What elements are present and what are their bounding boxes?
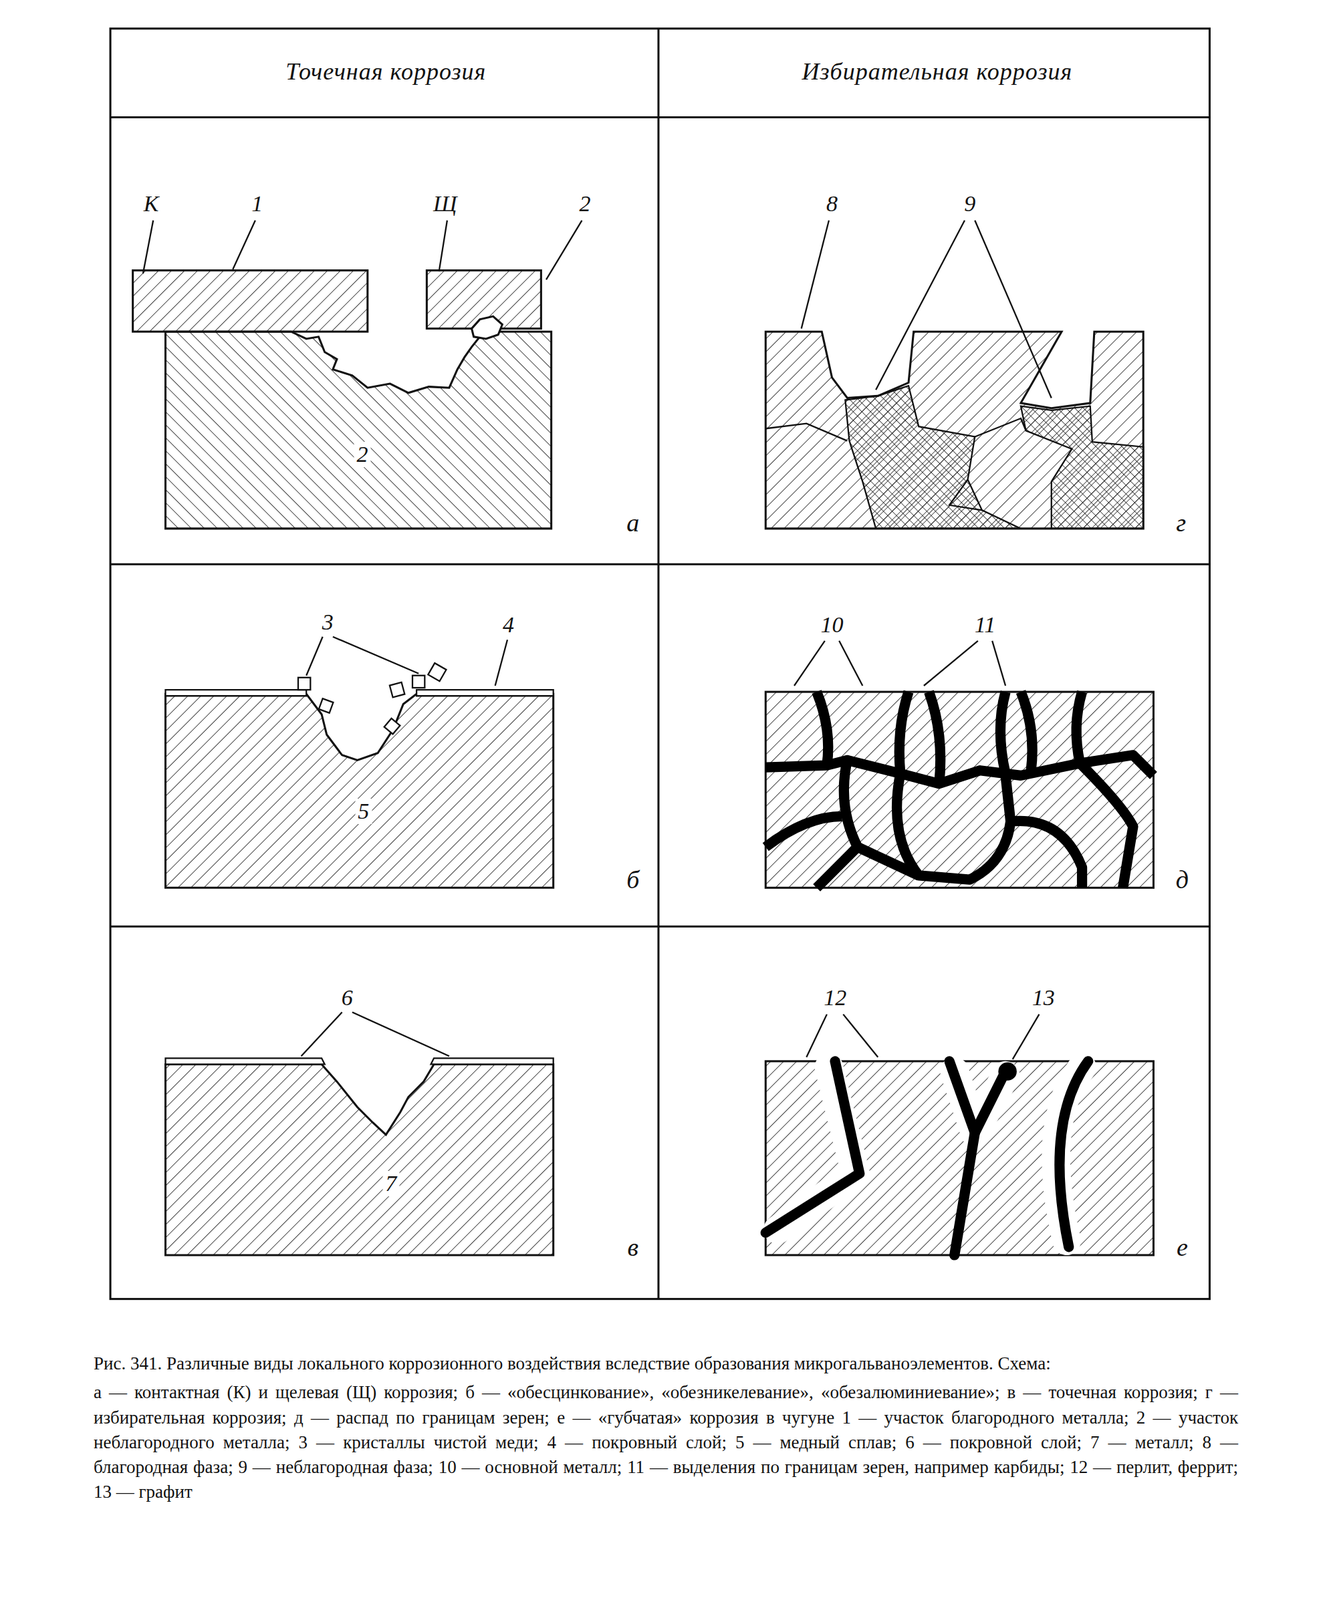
column-header: Избирательная коррозия	[801, 59, 1073, 84]
callout-number: 8	[826, 192, 838, 216]
callout-number: 13	[1032, 986, 1055, 1010]
callout-number: 1	[251, 192, 263, 216]
pitting-panel	[165, 1012, 554, 1256]
callout-number: 2	[354, 441, 372, 468]
panel-letter: в	[627, 1234, 640, 1261]
selective-corrosion-panel	[765, 220, 1144, 529]
intergranular-panel	[765, 641, 1154, 888]
contact-crevice-panel	[133, 220, 583, 529]
panel-letter: д	[1175, 867, 1189, 893]
callout-number: 12	[823, 986, 847, 1010]
panel-letter: б	[626, 867, 640, 893]
panel-letter: е	[1176, 1234, 1188, 1261]
callout-number: 5	[354, 798, 372, 825]
callout-number: 10	[820, 613, 844, 637]
graphitic-corrosion-panel	[765, 1014, 1154, 1256]
table-frame	[110, 28, 1210, 1300]
caption-key: а — контактная (К) и щелевая (Щ) коррози…	[93, 1380, 1239, 1505]
callout-number: 2	[578, 192, 591, 216]
callout-number: 9	[964, 192, 976, 216]
caption-block: Рис. 341. Различные виды локального корр…	[93, 1351, 1239, 1506]
callout-number: 6	[341, 986, 353, 1010]
panel-letter: а	[626, 510, 640, 536]
callout-number: 4	[502, 613, 515, 637]
callout-number: 11	[974, 613, 996, 637]
callout-number: 3	[322, 611, 334, 634]
column-header: Точечная коррозия	[285, 59, 487, 84]
callout-number: 7	[382, 1171, 400, 1197]
dezincification-panel	[165, 637, 554, 889]
panel-letter: г	[1175, 510, 1186, 536]
figure-caption: Рис. 341. Различные виды локального корр…	[93, 1351, 1239, 1377]
callout-number: Щ	[433, 192, 457, 216]
callout-number: К	[143, 192, 160, 216]
